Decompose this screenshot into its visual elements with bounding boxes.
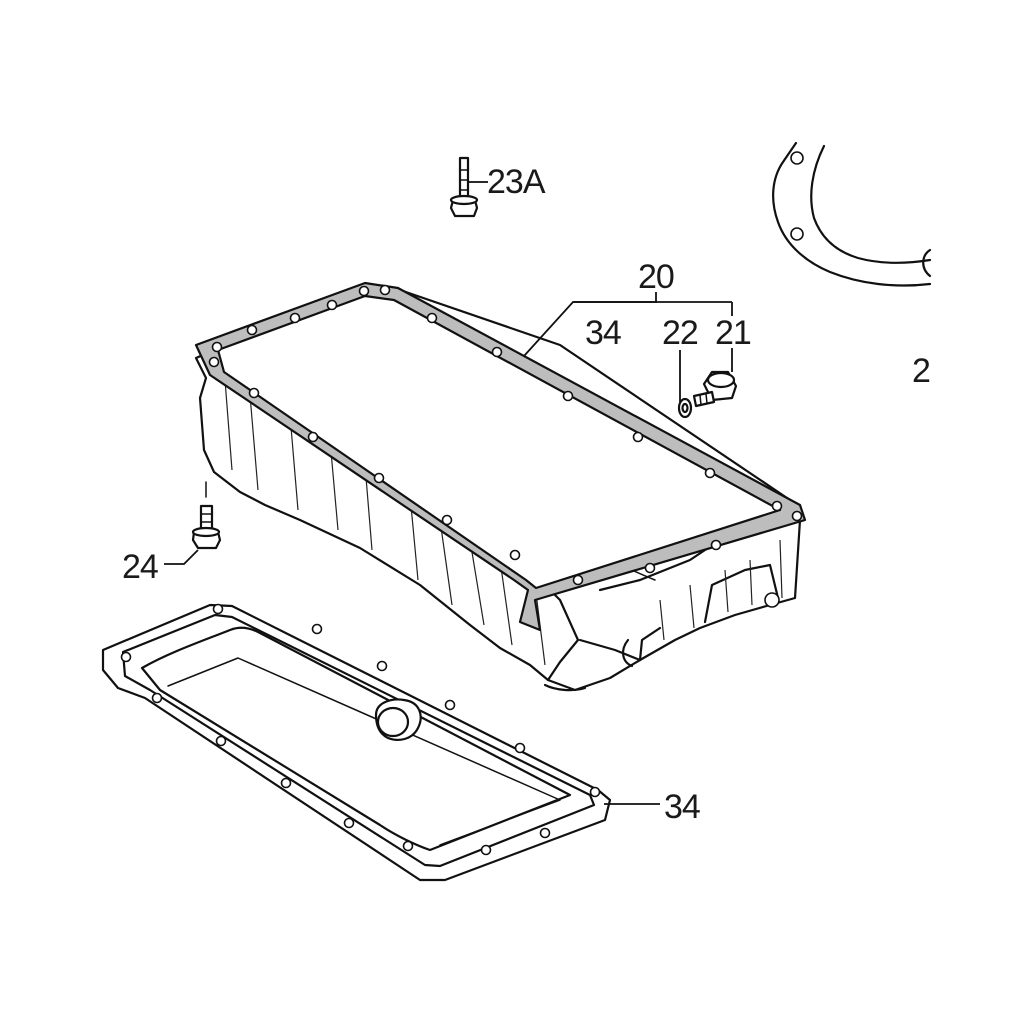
callout-34-bottom: 34 bbox=[664, 788, 700, 826]
drain-plug-21[interactable] bbox=[692, 370, 738, 408]
bolt-24[interactable] bbox=[191, 481, 222, 550]
adjacent-cover-fragment bbox=[772, 141, 932, 287]
callout-24: 24 bbox=[122, 548, 158, 586]
oil-pan-flange bbox=[194, 281, 807, 632]
callout-20: 20 bbox=[638, 258, 674, 296]
leader-lines bbox=[164, 181, 733, 805]
lower-pan-34[interactable] bbox=[101, 603, 612, 882]
callout-22: 22 bbox=[662, 314, 698, 352]
lower-pan-bolt-holes bbox=[120, 603, 601, 856]
flange-bolt-holes bbox=[208, 284, 803, 586]
washer-22[interactable] bbox=[677, 397, 693, 419]
callout-23a: 23A bbox=[487, 163, 546, 201]
callout-cropped-edge: 2 bbox=[912, 352, 930, 390]
callout-34-top: 34 bbox=[585, 314, 621, 352]
callout-21: 21 bbox=[715, 314, 751, 352]
bolt-23a[interactable] bbox=[449, 156, 479, 218]
